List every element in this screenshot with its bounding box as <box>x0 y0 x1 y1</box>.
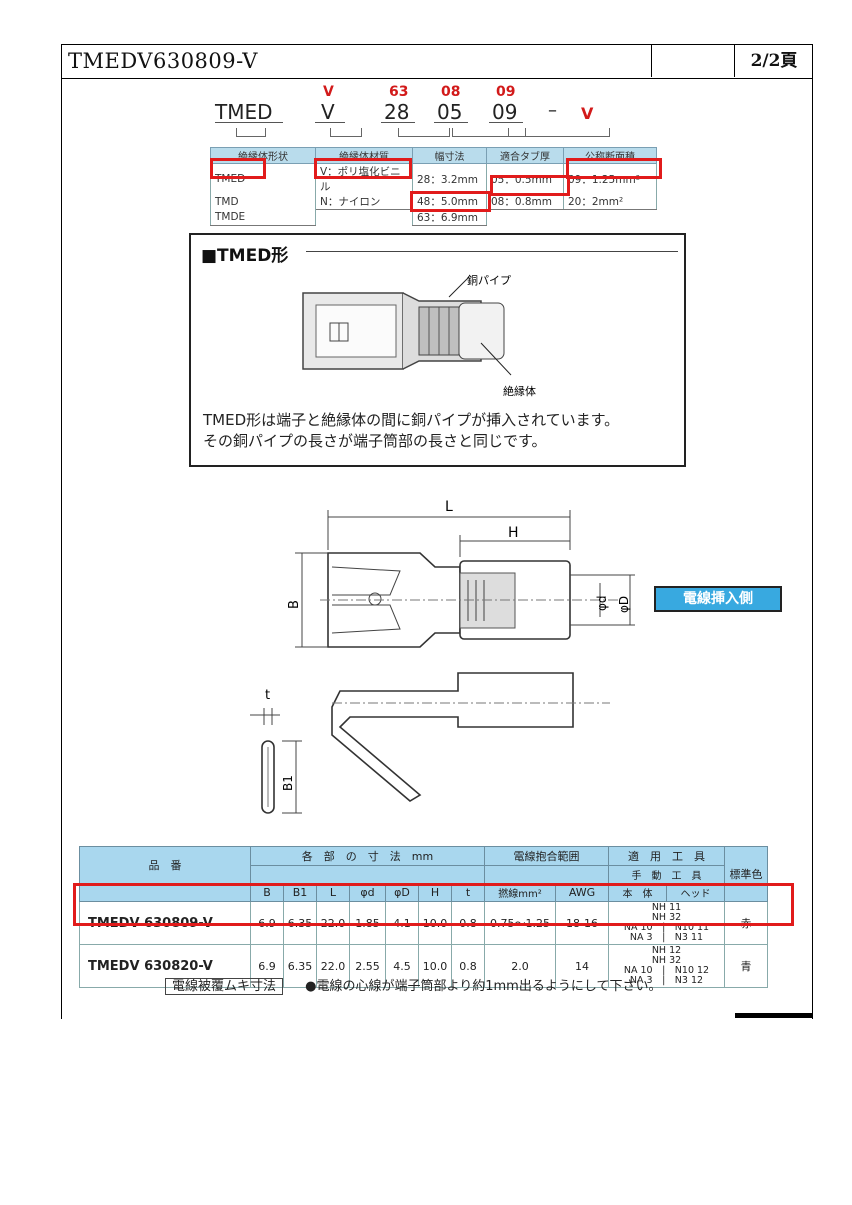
dim-H: H <box>508 525 519 541</box>
col-L: L <box>316 883 350 902</box>
row2-tool4a: NA 3 <box>629 975 653 986</box>
spec-row-2: TMEDV 630820-V 6.9 6.35 22.0 2.55 4.5 10… <box>79 944 768 988</box>
dim-B1: B1 <box>281 775 295 791</box>
bracket-material <box>330 128 362 137</box>
dimension-drawing: L H B φd φD t B1 <box>250 499 635 814</box>
tmed-description: TMED形は端子と絶縁体の間に銅パイプが挿入されています。 その銅パイプの長さが… <box>203 410 619 452</box>
bracket-width <box>398 128 450 137</box>
row2-t: 0.8 <box>451 944 485 988</box>
note-text: ●電線の心線が端子筒部より約1mm出るようにして下さい。 <box>305 979 662 994</box>
code-red-tab: 08 <box>441 84 461 100</box>
bracket-shape <box>236 128 266 137</box>
row2-H: 10.0 <box>418 944 452 988</box>
code-red-area: 09 <box>496 84 516 100</box>
col-B1: B1 <box>283 883 317 902</box>
row1-tool1: NH 11 <box>651 902 682 913</box>
header-blank-cell <box>651 45 735 77</box>
heading-rule <box>306 251 678 252</box>
bottom-bar <box>735 1013 813 1018</box>
pipe-label: 銅パイプ <box>467 273 511 287</box>
col-width: 幅寸法 <box>412 147 487 164</box>
tmed-heading: ■TMED形 <box>201 246 289 266</box>
row1-tool3a: NA 10 <box>623 922 653 933</box>
opt-tab-1: 08：0.8mm <box>486 194 564 210</box>
row2-tool3a: NA 10 <box>623 965 653 976</box>
code-suffix: V <box>581 104 594 123</box>
spec-header-tool-sub: 手 動 工 具 <box>608 865 725 884</box>
row1-tool4b: N3 11 <box>674 932 704 943</box>
spec-header-dims: 各 部 の 寸 法 mm <box>250 846 485 866</box>
underline-material <box>315 122 345 123</box>
page-header: TMEDV630809-V 2/2頁 <box>62 45 812 79</box>
row2-color: 青 <box>724 944 768 988</box>
row2-awg: 14 <box>555 944 609 988</box>
code-red-width: 63 <box>389 84 409 100</box>
highlight-shape <box>210 158 266 179</box>
tmed-cross-section: 銅パイプ 絶縁体 <box>302 273 536 398</box>
page-frame: TMEDV630809-V 2/2頁 <box>61 44 813 1019</box>
code-dash: – <box>548 100 557 121</box>
row2-B: 6.9 <box>250 944 284 988</box>
row2-mm2: 2.0 <box>484 944 556 988</box>
spec-header-part: 品 番 <box>79 846 251 884</box>
dim-phi-D: φD <box>617 596 631 613</box>
doc-title: TMEDV630809-V <box>68 49 258 73</box>
opt-shape-1: TMD <box>210 194 316 210</box>
bracket-tab <box>452 128 526 137</box>
insulator-label: 絶縁体 <box>503 384 536 398</box>
row2-part: TMEDV 630820-V <box>79 944 251 988</box>
strip-note: 電線被覆ムキ寸法 ●電線の心線が端子筒部より約1mm出るようにして下さい。 <box>165 975 662 995</box>
page-number: 2/2頁 <box>734 45 813 77</box>
opt-area-1: 20：2mm² <box>563 194 657 210</box>
row2-tool1: NH 12 <box>651 945 682 956</box>
highlight-material <box>314 158 412 179</box>
opt-width-2: 63：6.9mm <box>412 209 487 226</box>
underline-tab <box>434 122 468 123</box>
opt-material-1: N：ナイロン <box>315 194 413 210</box>
dim-t: t <box>265 688 270 703</box>
tmed-desc-line1: TMED形は端子と絶縁体の間に銅パイプが挿入されています。 <box>203 411 620 429</box>
opt-width-0: 28：3.2mm <box>412 163 487 194</box>
underline-shape <box>215 122 283 123</box>
code-tab: 05 <box>437 100 463 124</box>
spec-header-color: 標準色 <box>724 846 768 902</box>
row2-tool4b: N3 12 <box>674 975 704 986</box>
dim-L: L <box>445 499 453 515</box>
row2-tool2: NH 32 <box>651 955 682 966</box>
code-area: 09 <box>492 100 518 124</box>
note-boxed-label: 電線被覆ムキ寸法 <box>165 978 284 995</box>
col-mm2: 撚線mm² <box>484 883 556 902</box>
spec-header-wire: 電線抱合範囲 <box>484 846 609 866</box>
row1-tool4a: NA 3 <box>629 932 653 943</box>
underline-area <box>489 122 523 123</box>
highlight-width <box>410 191 491 212</box>
underline-width <box>381 122 415 123</box>
bracket-area <box>508 128 610 137</box>
highlight-row-1 <box>73 883 794 926</box>
wire-insertion-side-label: 電線挿入側 <box>654 586 782 612</box>
highlight-tab <box>490 175 570 196</box>
highlight-area <box>566 158 662 179</box>
col-B: B <box>250 883 284 902</box>
col-tab: 適合タブ厚 <box>486 147 564 164</box>
col-tool-body: 本 体 <box>608 883 667 902</box>
row2-B1: 6.35 <box>283 944 317 988</box>
code-red-material: V <box>323 84 334 100</box>
code-shape: TMED <box>215 100 273 124</box>
code-material: V <box>321 100 335 124</box>
spec-header-tool: 適 用 工 具 <box>608 846 725 866</box>
tmed-info-box: ■TMED形 銅パイプ 絶縁体 TMED形は端子と絶縁体の間に銅パイプが挿入され… <box>189 233 686 467</box>
row1-tool3b: N10 11 <box>674 922 710 933</box>
row2-tool3b: N10 12 <box>674 965 710 976</box>
code-width: 28 <box>384 100 410 124</box>
row1-tool2: NH 32 <box>651 912 682 923</box>
opt-shape-2: TMDE <box>210 209 316 226</box>
dim-B: B <box>287 600 302 609</box>
tmed-desc-line2: その銅パイプの長さが端子筒部の長さと同じです。 <box>203 432 547 450</box>
dim-phi-d: φd <box>595 595 609 611</box>
row2-tools: NH 12 NH 32 NA 10 | N10 12 NA 3 | N3 12 <box>608 944 725 988</box>
